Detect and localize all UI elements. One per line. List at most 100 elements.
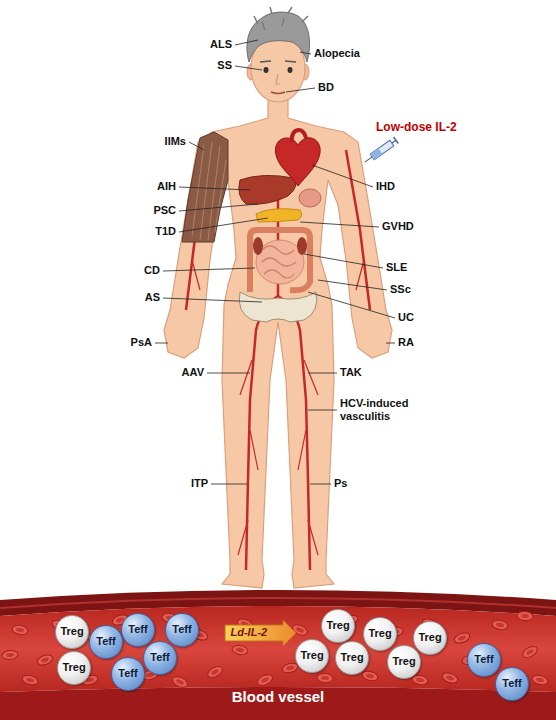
disease-label: Ps bbox=[334, 477, 347, 490]
red-blood-cell-centre bbox=[236, 647, 245, 652]
eyebrows bbox=[260, 61, 296, 62]
leader-line bbox=[179, 218, 268, 232]
red-blood-cell bbox=[491, 619, 508, 631]
eye bbox=[288, 67, 293, 73]
red-blood-cell-body bbox=[231, 644, 248, 656]
red-blood-cell bbox=[411, 674, 428, 686]
leader-line bbox=[163, 268, 255, 271]
red-blood-cell bbox=[521, 644, 539, 660]
cell-name: Treg bbox=[368, 627, 391, 640]
disease-label: IIMs bbox=[165, 135, 186, 148]
pancreas bbox=[256, 209, 302, 222]
red-blood-cell bbox=[36, 653, 54, 667]
disease-label: GVHD bbox=[382, 220, 414, 233]
red-blood-cell-body bbox=[11, 624, 28, 636]
leader-line bbox=[310, 484, 331, 485]
small-intestine bbox=[256, 240, 304, 284]
disease-label: IHD bbox=[376, 180, 395, 193]
syringe bbox=[363, 137, 399, 165]
disease-label: T1D bbox=[155, 225, 176, 238]
leader-line bbox=[179, 204, 258, 211]
cell-name: Teff bbox=[474, 653, 493, 666]
red-blood-cell-centre bbox=[536, 677, 545, 683]
disease-label: CD bbox=[144, 264, 160, 277]
disease-label: TAK bbox=[340, 366, 362, 379]
cell-name: Teff bbox=[96, 635, 115, 648]
red-blood-cell-centre bbox=[321, 676, 329, 681]
red-blood-cell-body bbox=[2, 650, 19, 660]
red-blood-cell bbox=[441, 671, 459, 685]
cell-name: Teff bbox=[172, 623, 191, 636]
cell-name: Teff bbox=[150, 651, 169, 664]
disease-label: ITP bbox=[191, 477, 208, 490]
leader-line bbox=[207, 373, 250, 374]
aortic-arch bbox=[292, 130, 306, 142]
teff-cell: Teff bbox=[467, 643, 501, 677]
red-blood-cell-centre bbox=[41, 657, 50, 663]
treg-cell: Treg bbox=[321, 609, 355, 643]
teff-cell: Teff bbox=[121, 613, 155, 647]
red-blood-cell bbox=[171, 675, 189, 690]
disease-label: AAV bbox=[182, 366, 204, 379]
treg-cell: Treg bbox=[413, 621, 447, 655]
syringe-needle bbox=[365, 157, 372, 162]
leader-line bbox=[235, 66, 262, 70]
red-blood-cell-centre bbox=[496, 622, 505, 627]
kidney bbox=[297, 237, 307, 255]
red-blood-cell-body bbox=[361, 670, 379, 683]
large-intestine bbox=[250, 230, 310, 292]
red-blood-cell bbox=[2, 650, 19, 660]
red-blood-cell-centre bbox=[521, 614, 529, 619]
cell-name: Treg bbox=[392, 655, 415, 668]
red-blood-cell-body bbox=[36, 653, 54, 667]
red-blood-cell bbox=[517, 611, 534, 621]
red-blood-cell-body bbox=[441, 671, 459, 685]
disease-label: UC bbox=[398, 311, 414, 324]
leader-line bbox=[300, 52, 311, 54]
red-blood-cell bbox=[11, 624, 28, 636]
treg-cell: Treg bbox=[363, 617, 397, 651]
arrow-label: Ld-IL-2 bbox=[231, 626, 268, 639]
cell-name: Treg bbox=[326, 619, 349, 632]
red-blood-cell-centre bbox=[416, 677, 425, 682]
red-blood-cell bbox=[231, 644, 248, 656]
red-blood-cell-centre bbox=[211, 668, 220, 675]
red-blood-cell-centre bbox=[296, 626, 305, 633]
vessel-lumen bbox=[0, 606, 556, 692]
treatment-label: Low-dose IL-2 bbox=[376, 120, 457, 134]
teff-cell: Teff bbox=[495, 667, 529, 701]
leader-line bbox=[300, 222, 379, 227]
cell-name: Treg bbox=[62, 661, 85, 674]
leader-line bbox=[286, 88, 315, 92]
red-blood-cell-body bbox=[453, 631, 471, 645]
red-blood-cell-centre bbox=[458, 635, 467, 641]
leader-line bbox=[304, 254, 383, 268]
disease-label: RA bbox=[398, 336, 414, 349]
red-blood-cell-body bbox=[531, 674, 549, 687]
red-blood-cell-centre bbox=[261, 676, 270, 683]
nose bbox=[276, 74, 280, 84]
mouth bbox=[271, 92, 285, 94]
treg-cell: Treg bbox=[335, 641, 369, 675]
blood-vessel-band: TregTeffTeffTeffTeffTeffTregLd-IL-2TregT… bbox=[0, 580, 556, 720]
red-blood-cell-body bbox=[517, 611, 534, 621]
leader-line bbox=[189, 142, 204, 150]
disease-label: AS bbox=[145, 291, 160, 304]
red-blood-cell-body bbox=[21, 674, 39, 687]
heart bbox=[275, 138, 320, 186]
disease-label: SS bbox=[217, 59, 232, 72]
red-blood-cell-body bbox=[256, 673, 274, 688]
treg-cell: Treg bbox=[57, 651, 91, 685]
red-blood-cell-centre bbox=[16, 627, 25, 632]
red-blood-cell-centre bbox=[176, 678, 185, 685]
red-blood-cell-centre bbox=[6, 653, 14, 658]
leader-line bbox=[163, 298, 262, 302]
red-blood-cell bbox=[256, 673, 274, 688]
teff-cell: Teff bbox=[143, 641, 177, 675]
red-blood-cell-body bbox=[411, 674, 428, 686]
disease-label: AIH bbox=[157, 180, 176, 193]
disease-label: PSC bbox=[153, 204, 176, 217]
intestine-coils bbox=[262, 246, 296, 278]
leader-line bbox=[155, 343, 168, 344]
